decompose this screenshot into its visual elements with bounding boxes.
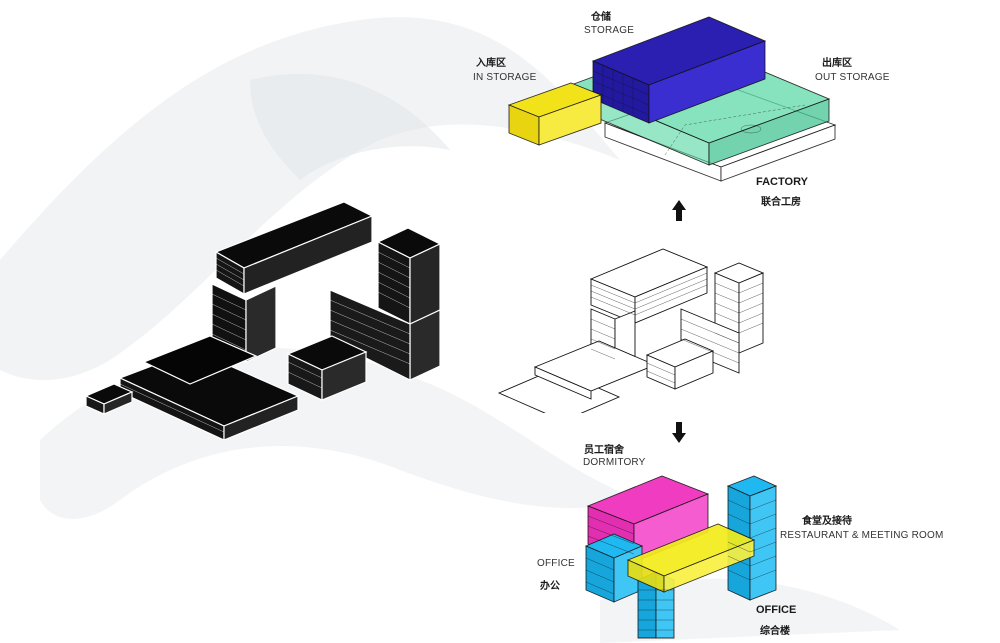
office-left-label-en: OFFICE [537,558,575,569]
office-color-model [584,475,778,639]
dark-massing-model [84,201,442,441]
restaurant-label-en: RESTAURANT & MEETING ROOM [780,530,944,541]
office-label-cn: 综合楼 [760,626,790,637]
restaurant-label-cn: 食堂及接待 [802,516,852,527]
dormitory-label-cn: 员工宿舍 [584,445,624,456]
factory-label-en: FACTORY [756,176,808,188]
in-storage-label-cn: 入库区 [476,58,506,69]
office-left-label-cn: 办公 [540,581,560,592]
out-storage-label-en: OUT STORAGE [815,72,890,83]
storage-label-en: STORAGE [584,25,635,36]
out-storage-label-cn: 出库区 [822,58,852,69]
dormitory-label-en: DORMITORY [583,457,646,468]
factory-label-cn: 联合工房 [761,197,801,208]
factory-color-model [507,16,837,182]
wireframe-massing-model [497,248,765,413]
office-label-en: OFFICE [756,604,797,616]
storage-label-cn: 仓储 [591,12,611,23]
in-storage-label-en: IN STORAGE [473,72,537,83]
